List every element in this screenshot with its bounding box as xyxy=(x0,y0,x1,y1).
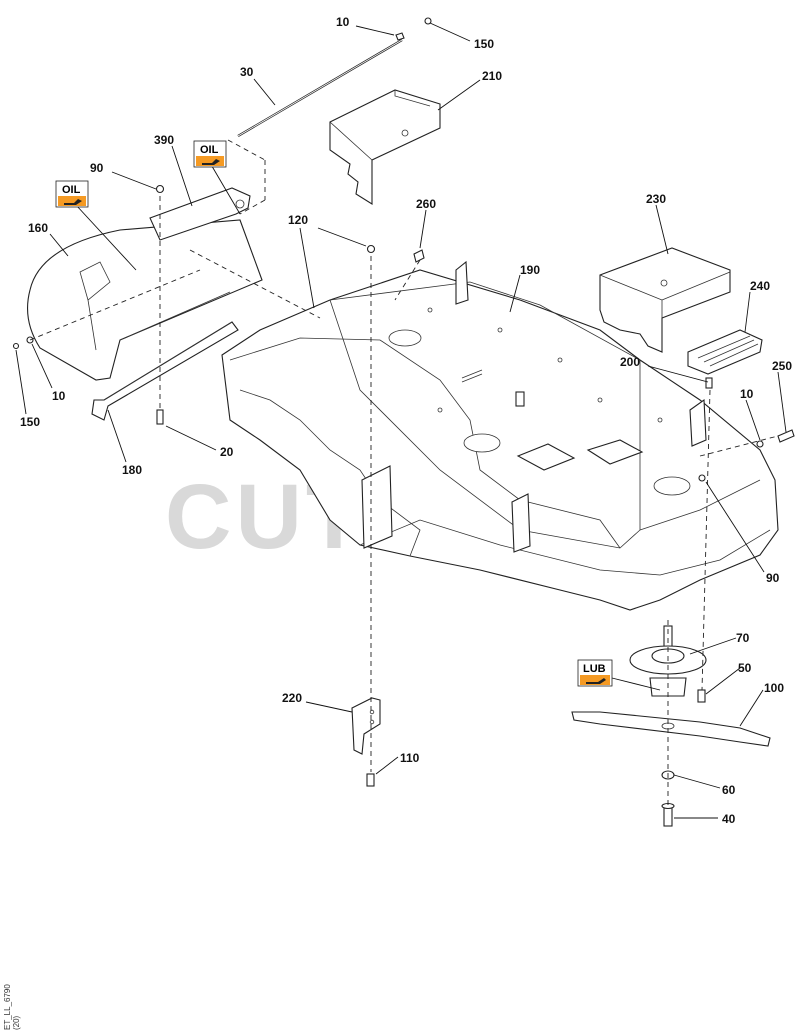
part-20-bolt[interactable] xyxy=(156,409,164,425)
part-150-fitting-top[interactable] xyxy=(424,17,432,25)
part-50-bolt[interactable] xyxy=(697,689,706,703)
callout-20: 20 xyxy=(220,445,234,459)
part-40-bolt[interactable] xyxy=(661,802,675,827)
callout-10: 10 xyxy=(336,15,350,29)
callout-390: 390 xyxy=(154,133,174,147)
callouts: 10 150 30 210 390 90 160 120 260 190 230… xyxy=(20,15,792,826)
part-30-rod[interactable] xyxy=(237,39,403,137)
callout-110: 110 xyxy=(400,751,420,765)
part-260-fitting[interactable] xyxy=(413,249,425,263)
callout-70: 70 xyxy=(736,631,750,645)
callout-200: 200 xyxy=(620,355,640,369)
callout-150: 150 xyxy=(20,415,40,429)
callout-210: 210 xyxy=(482,69,502,83)
oil-can-icon xyxy=(64,199,82,205)
part-220-bracket[interactable] xyxy=(351,697,381,755)
svg-text:LUB: LUB xyxy=(583,663,606,675)
part-230-cover[interactable] xyxy=(599,247,731,353)
part-180-baffle[interactable] xyxy=(91,321,239,421)
svg-text:ET_LL_6790: ET_LL_6790 xyxy=(3,984,12,1030)
callout-150: 150 xyxy=(474,37,494,51)
callout-90: 90 xyxy=(90,161,104,175)
callout-190: 190 xyxy=(520,263,540,277)
callout-250: 250 xyxy=(772,359,792,373)
callout-100: 100 xyxy=(764,681,784,695)
svg-text:OIL: OIL xyxy=(62,184,81,196)
part-90-nut-left[interactable] xyxy=(155,184,165,194)
callout-10: 10 xyxy=(52,389,66,403)
part-150-fitting-left[interactable] xyxy=(12,342,20,350)
svg-text:(20): (20) xyxy=(12,1015,21,1030)
callout-220: 220 xyxy=(282,691,302,705)
callout-120: 120 xyxy=(288,213,308,227)
callout-50: 50 xyxy=(738,661,752,675)
oil-badge-left: OIL xyxy=(55,180,89,208)
oil-badge-top: OIL xyxy=(193,140,227,168)
lub-badge: LUB xyxy=(577,659,613,687)
svg-text:OIL: OIL xyxy=(200,144,219,156)
part-10-nut-right[interactable] xyxy=(756,440,764,448)
callout-160: 160 xyxy=(28,221,48,235)
callout-240: 240 xyxy=(750,279,770,293)
part-200-bolt[interactable] xyxy=(705,377,713,389)
oil-can-icon xyxy=(202,159,220,165)
callout-260: 260 xyxy=(416,197,436,211)
part-240-plate[interactable] xyxy=(687,329,763,375)
part-100-blade[interactable] xyxy=(571,711,771,747)
grease-gun-icon xyxy=(586,678,606,684)
callout-40: 40 xyxy=(722,812,736,826)
part-390-idler-arm[interactable] xyxy=(149,187,251,241)
part-120-nut[interactable] xyxy=(366,244,376,254)
part-190-deck[interactable] xyxy=(221,260,779,611)
callout-230: 230 xyxy=(646,192,666,206)
callout-180: 180 xyxy=(122,463,142,477)
leader-lines xyxy=(15,22,787,819)
part-90-nut-right[interactable] xyxy=(698,474,706,482)
part-160-belt-cover[interactable] xyxy=(27,219,263,381)
callout-30: 30 xyxy=(240,65,254,79)
callout-10: 10 xyxy=(740,387,754,401)
part-110-bolt[interactable] xyxy=(366,773,375,787)
drawing-code: ET_LL_6790 (20) xyxy=(3,984,21,1030)
assembly-lines xyxy=(29,139,779,806)
callout-60: 60 xyxy=(722,783,736,797)
callout-90: 90 xyxy=(766,571,780,585)
part-250-bolt[interactable] xyxy=(777,429,795,443)
part-210-cover[interactable] xyxy=(329,89,441,205)
part-10-nut-top[interactable] xyxy=(395,32,405,41)
